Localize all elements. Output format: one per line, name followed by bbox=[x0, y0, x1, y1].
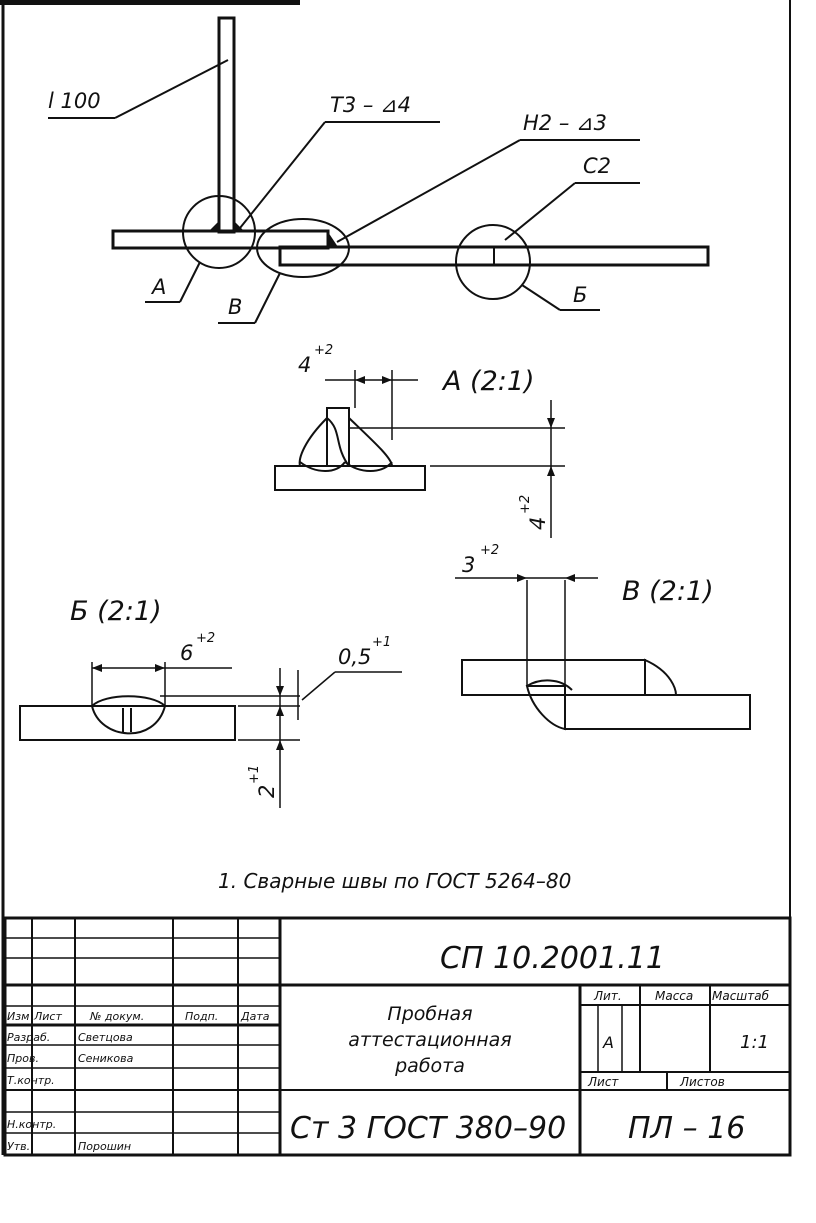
detail-v-root-weld bbox=[525, 685, 566, 731]
detail-a-dim-side-tol: +2 bbox=[518, 495, 533, 514]
leader-t3 bbox=[239, 121, 326, 229]
row-prov: Пров. bbox=[7, 1052, 39, 1065]
detail-a-weld-right bbox=[348, 415, 394, 467]
detail-b-plate bbox=[19, 705, 236, 741]
fillet-weld-right bbox=[234, 221, 244, 231]
detail-a-dim-side: 4 bbox=[526, 517, 550, 530]
detail-v-title: В (2:1) bbox=[622, 576, 714, 607]
fillet-weld-left bbox=[209, 221, 219, 231]
detail-b: Б (2:1) 6 +2 0,5 +1 2 +1 bbox=[19, 596, 402, 808]
doc-name-line3: работа bbox=[394, 1055, 465, 1077]
title-block-frame bbox=[3, 916, 792, 1157]
detail-b-dim-reinf: 0,5 bbox=[338, 645, 371, 669]
assembly-view: l 100 Т3 – ⊿4 Н2 – ⊿3 С2 А В Б bbox=[48, 16, 710, 324]
hdr-sheet: Лист bbox=[587, 1075, 619, 1089]
doc-name-line1: Пробная bbox=[387, 1003, 472, 1025]
callout-circle-a bbox=[182, 195, 256, 269]
name-razrab: Светцова bbox=[78, 1031, 133, 1044]
leader-strip bbox=[114, 59, 229, 119]
hdr-izm: Изм bbox=[7, 1010, 29, 1023]
detail-a-title: А (2:1) bbox=[441, 366, 535, 397]
detail-b-dim-width: 6 bbox=[180, 641, 193, 665]
detail-a-fusion bbox=[326, 417, 350, 467]
leader-v bbox=[254, 272, 281, 324]
detail-v-top-plate bbox=[461, 659, 646, 696]
detail-b-reinf-leader bbox=[301, 671, 336, 701]
detail-a: 4 +2 А (2:1) 4 +2 bbox=[274, 343, 565, 538]
detail-a-dim-arrows bbox=[355, 376, 392, 384]
detail-b-dim-reinf-tol: +1 bbox=[372, 635, 391, 650]
weld-label-c2: С2 bbox=[583, 154, 611, 178]
detail-b-weld-cap bbox=[91, 695, 166, 707]
leader-n2 bbox=[336, 139, 521, 243]
lap-weld bbox=[328, 232, 338, 247]
material-spec: Ст 3 ГОСТ 380–90 bbox=[290, 1111, 566, 1146]
name-prov: Сеникова bbox=[78, 1052, 134, 1065]
detail-a-bead-left bbox=[299, 461, 346, 472]
callout-circle-b bbox=[455, 224, 531, 300]
detail-v: 3 +2 В (2:1) bbox=[455, 543, 751, 731]
row-utv: Утв. bbox=[7, 1140, 30, 1153]
leader-b bbox=[521, 284, 561, 311]
hdr-podp: Подп. bbox=[185, 1010, 218, 1023]
doc-code: СП 10.2001.11 bbox=[440, 941, 665, 976]
callout-label-v: В bbox=[228, 295, 242, 319]
hdr-masshtab: Масштаб bbox=[712, 989, 770, 1003]
scale-value: 1:1 bbox=[740, 1032, 769, 1053]
leader-c2 bbox=[504, 182, 576, 241]
top-plate bbox=[111, 229, 330, 250]
hdr-list: Лист bbox=[33, 1010, 62, 1023]
weld-label-n2: Н2 – ⊿3 bbox=[523, 111, 607, 135]
callout-label-b: Б bbox=[573, 283, 587, 307]
hdr-lit: Лит. bbox=[593, 989, 622, 1003]
name-utv: Порошин bbox=[78, 1140, 131, 1153]
row-razrab: Разраб. bbox=[7, 1031, 50, 1044]
sheet-code: ПЛ – 16 bbox=[628, 1111, 745, 1146]
technical-note: 1. Сварные швы по ГОСТ 5264–80 bbox=[218, 869, 571, 893]
strip-label: l 100 bbox=[48, 89, 101, 113]
callout-circle-v bbox=[256, 218, 350, 278]
detail-a-dim-top: 4 bbox=[298, 353, 311, 377]
detail-b-dim-thick: 2 bbox=[255, 785, 279, 798]
detail-a-plate bbox=[274, 465, 426, 491]
detail-v-top-weld bbox=[644, 658, 678, 696]
detail-v-bottom-plate bbox=[564, 694, 751, 730]
hdr-massa: Масса bbox=[655, 989, 693, 1003]
detail-a-dim-top-tol: +2 bbox=[314, 343, 333, 358]
row-tkontr: Т.контр. bbox=[7, 1074, 55, 1087]
detail-v-dim-gap-tol: +2 bbox=[480, 543, 499, 558]
vertical-strip bbox=[217, 16, 236, 234]
detail-v-dim-gap: 3 bbox=[462, 553, 475, 577]
lit-value: А bbox=[602, 1033, 614, 1052]
detail-b-title: Б (2:1) bbox=[70, 596, 162, 627]
detail-v-bead bbox=[526, 679, 573, 691]
hdr-ndoc: № докум. bbox=[89, 1010, 144, 1023]
leader-a bbox=[179, 261, 201, 303]
title-block: СП 10.2001.11 Пробная аттестационная раб… bbox=[3, 916, 792, 1157]
detail-b-dim-thick-tol: +1 bbox=[247, 765, 262, 784]
sheet-border-mark bbox=[0, 0, 300, 5]
callout-label-a: А bbox=[150, 275, 166, 299]
row-nkontr: Н.контр. bbox=[7, 1118, 56, 1131]
detail-b-dim-width-tol: +2 bbox=[196, 631, 215, 646]
detail-b-weld-root bbox=[90, 705, 167, 735]
hdr-sheets: Листов bbox=[679, 1075, 725, 1089]
detail-a-weld-left bbox=[298, 415, 328, 467]
doc-name-line2: аттестационная bbox=[348, 1029, 511, 1051]
weld-label-t3: Т3 – ⊿4 bbox=[330, 93, 411, 117]
hdr-data: Дата bbox=[240, 1010, 270, 1023]
